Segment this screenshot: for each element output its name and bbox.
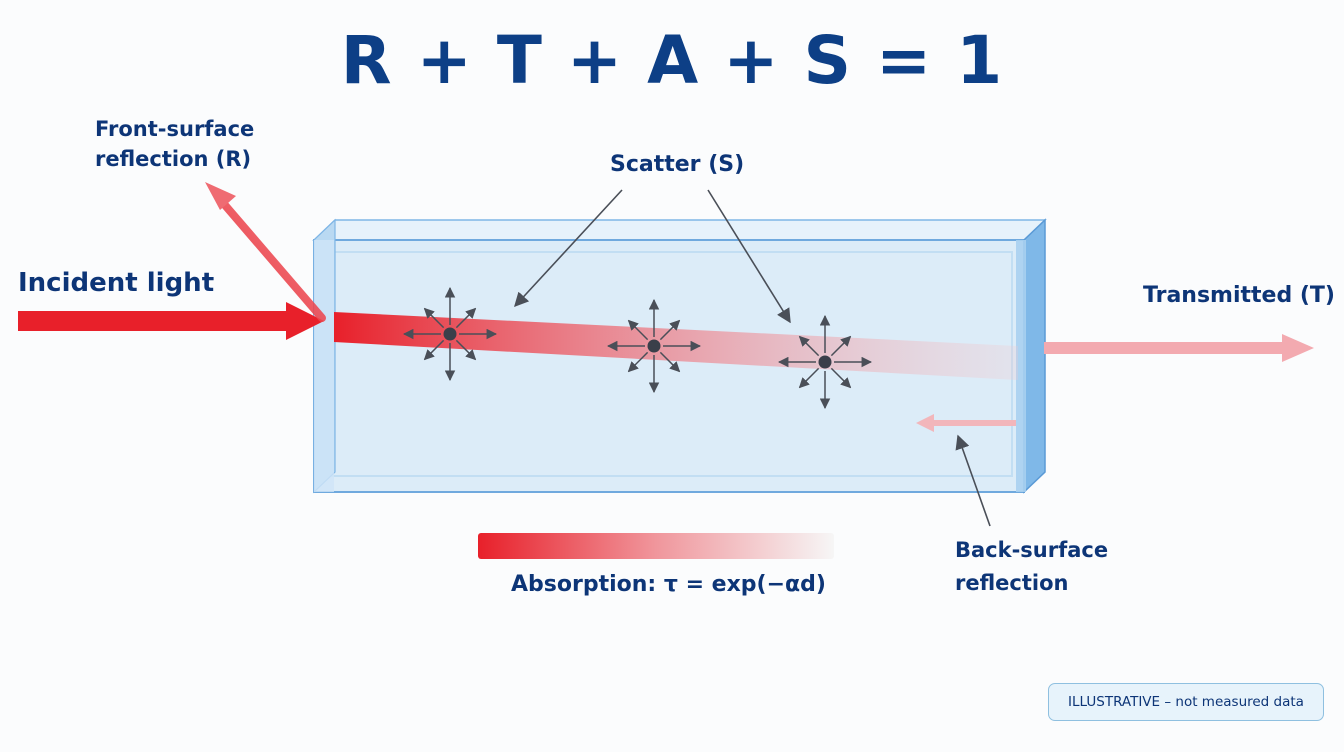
incident-light-label: Incident light [18, 268, 215, 298]
slab-right-edge [1023, 218, 1046, 494]
illustrative-badge: ILLUSTRATIVE – not measured data [1048, 683, 1324, 721]
front-reflection-label: Front-surface reflection (R) [95, 114, 254, 174]
scatter-center-icon [606, 298, 702, 394]
scatter-ray-arrow-icon [627, 319, 649, 341]
scatter-ray-arrow-icon [455, 339, 477, 361]
back-reflection-pointer [955, 434, 991, 527]
scatter-ray-arrow-icon [830, 367, 852, 389]
scatter-center-icon [402, 286, 498, 382]
back-reflection-label: Back-surface reflection [955, 534, 1108, 600]
back-reflection-arrow [916, 414, 1016, 432]
equation-title: R + T + A + S = 1 [340, 22, 1004, 99]
scatter-center-icon [777, 314, 873, 410]
scatter-particle-icon [443, 327, 457, 341]
scatter-ray-arrow-icon [423, 307, 445, 329]
front-reflection-label-line1: Front-surface [95, 117, 255, 141]
absorption-gradient-bar [478, 533, 834, 559]
scatter-ray-arrow-icon [659, 351, 681, 373]
absorption-label: Absorption: τ = exp(−αd) [511, 572, 826, 597]
scatter-ray-arrow-icon [627, 351, 649, 373]
scatter-ray-arrow-icon [423, 339, 445, 361]
back-reflection-label-line1: Back-surface [955, 538, 1109, 562]
scatter-pointer-left [514, 189, 623, 308]
scatter-particle-icon [647, 339, 661, 353]
transmitted-label: Transmitted (T) [1143, 283, 1335, 308]
scatter-ray-arrow-icon [798, 367, 820, 389]
front-reflection-arrow [205, 182, 326, 322]
scatter-ray-arrow-icon [830, 335, 852, 357]
slab-left-face-band [314, 240, 334, 492]
transmitted-arrow [1044, 334, 1314, 362]
scatter-label: Scatter (S) [610, 152, 745, 177]
slab-top-face [312, 219, 1047, 241]
front-reflection-label-line2: reflection (R) [95, 147, 252, 171]
scatter-particle-icon [818, 355, 832, 369]
scatter-pointer-right [707, 189, 791, 324]
incident-arrow [18, 302, 324, 340]
scatter-ray-arrow-icon [659, 319, 681, 341]
slab-right-face-band [1016, 240, 1026, 492]
scatter-ray-arrow-icon [455, 307, 477, 329]
back-reflection-label-line2: reflection [955, 571, 1069, 595]
scatter-ray-arrow-icon [798, 335, 820, 357]
glass-slab [312, 218, 1047, 494]
